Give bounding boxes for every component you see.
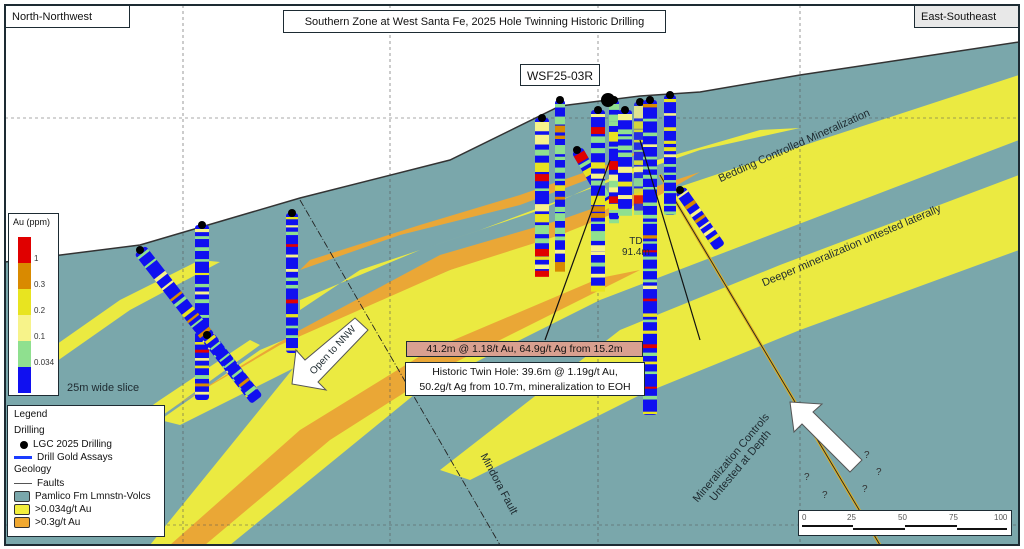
question-mark: ? xyxy=(804,472,810,483)
legend-item-pamlico: Pamlico Fm Lmnstn-Volcs xyxy=(14,490,158,503)
direction-left-label: North-Northwest xyxy=(5,5,130,28)
scale-tick: 25 xyxy=(847,513,856,522)
drill-hole xyxy=(555,100,565,272)
direction-right-label: East-Southeast xyxy=(914,5,1019,28)
scale-bar: 0 25 50 75 100 xyxy=(798,510,1012,536)
host-swatch xyxy=(14,491,30,502)
open-to-nnw-arrow xyxy=(291,317,369,391)
drill-hole xyxy=(203,332,257,397)
question-mark: ? xyxy=(864,450,870,461)
wsf25-03r-collar-icon xyxy=(601,93,615,107)
title-text: Southern Zone at West Santa Fe, 2025 Hol… xyxy=(304,16,645,28)
pointer-lines xyxy=(544,139,701,341)
drill-collar-icon xyxy=(288,209,296,217)
drill-collar-icon xyxy=(636,98,644,106)
direction-right-text: East-Southeast xyxy=(921,11,997,23)
low-grade-swatch xyxy=(14,504,30,515)
legend-title: Legend xyxy=(14,409,48,420)
td-line1: TD xyxy=(629,236,643,247)
scale-tick: 0.034 xyxy=(34,358,55,367)
question-mark: ? xyxy=(876,467,882,478)
faults xyxy=(299,174,882,546)
scale-tick: 100 xyxy=(994,513,1008,522)
scale-tick: 0 xyxy=(802,513,807,522)
scale-swatch-orange xyxy=(18,263,31,289)
drill-holes xyxy=(135,91,724,415)
new-intercept-text: 41.2m @ 1.18/t Au, 64.9g/t Ag from 15.2m xyxy=(426,343,623,355)
drill-hole xyxy=(535,118,549,277)
legend-label: Pamlico Fm Lmnstn-Volcs xyxy=(35,491,151,502)
scale-tick: 0.2 xyxy=(34,306,46,315)
scale-tick: 0.3 xyxy=(34,280,46,289)
assay-line-icon xyxy=(14,456,32,459)
legend-item-lgc-drilling: LGC 2025 Drilling xyxy=(14,438,158,451)
high-grade-swatch xyxy=(14,517,30,528)
legend-label: Faults xyxy=(37,478,65,489)
au-scale-title: Au (ppm) xyxy=(13,217,51,227)
td-line2: 91.4m xyxy=(622,247,650,258)
direction-left-text: North-Northwest xyxy=(12,11,93,23)
section-title: Southern Zone at West Santa Fe, 2025 Hol… xyxy=(283,10,666,33)
legend-item-high-grade: >0.3g/t Au xyxy=(14,516,158,529)
drill-collar-icon xyxy=(666,91,674,99)
drill-hole xyxy=(676,187,724,250)
drill-collar-icon xyxy=(20,440,28,449)
legend-label: >0.034g/t Au xyxy=(35,504,92,515)
legend-item-low-grade: >0.034g/t Au xyxy=(14,503,158,516)
slice-label: 25m wide slice xyxy=(67,382,140,394)
legend-label: Drill Gold Assays xyxy=(37,452,113,463)
fault-line-icon xyxy=(14,483,32,484)
drill-hole xyxy=(591,110,605,292)
controls-arrow xyxy=(789,401,863,473)
legend-geology-header: Geology xyxy=(14,464,52,475)
drill-collar-icon xyxy=(573,146,581,154)
drill-collar-icon xyxy=(198,221,206,229)
drill-hole xyxy=(286,213,298,353)
question-mark: ? xyxy=(862,484,868,495)
question-mark: ? xyxy=(822,490,828,501)
legend-label: >0.3g/t Au xyxy=(35,517,81,528)
legend-item-faults: Faults xyxy=(14,477,158,490)
drill-collar-icon xyxy=(136,246,144,254)
historic-line2: 50.2g/t Ag from 10.7m, mineralization to… xyxy=(419,381,631,393)
drill-collar-icon xyxy=(538,114,546,122)
drill-hole xyxy=(643,100,657,415)
scale-swatch-blue xyxy=(18,367,31,393)
historic-line1: Historic Twin Hole: 39.6m @ 1.19g/t Au, xyxy=(432,366,618,378)
scale-swatch-green xyxy=(18,341,31,367)
scale-tick: 1 xyxy=(34,254,39,263)
hole-label: WSF25-03R xyxy=(526,69,594,83)
drill-collar-icon xyxy=(594,106,602,114)
legend: Legend Drilling LGC 2025 Drilling Drill … xyxy=(7,405,165,537)
drill-hole xyxy=(664,95,676,215)
legend-label: LGC 2025 Drilling xyxy=(33,439,112,450)
drill-collar-icon xyxy=(646,96,654,104)
new-intercept-box: 41.2m @ 1.18/t Au, 64.9g/t Ag from 15.2m xyxy=(406,341,643,357)
scale-swatch-red xyxy=(18,237,31,263)
scale-swatch-pale-yellow xyxy=(18,315,31,341)
drill-hole xyxy=(195,225,209,400)
drill-hole xyxy=(618,110,632,216)
legend-drilling-header: Drilling xyxy=(14,425,45,436)
drill-collar-icon xyxy=(203,331,211,339)
legend-item-assays: Drill Gold Assays xyxy=(14,451,158,464)
scale-tick: 0.1 xyxy=(34,332,46,341)
scale-tick: 50 xyxy=(898,513,907,522)
drill-collar-icon xyxy=(621,106,629,114)
drill-collar-icon xyxy=(676,186,684,194)
hole-label-box: WSF25-03R xyxy=(520,64,600,86)
ground-surface xyxy=(4,41,1020,263)
scale-swatch-yellow xyxy=(18,289,31,315)
scale-tick: 75 xyxy=(949,513,958,522)
drill-collar-icon xyxy=(556,96,564,104)
drill-hole xyxy=(609,100,619,224)
historic-intercept-box: Historic Twin Hole: 39.6m @ 1.19g/t Au, 5… xyxy=(405,362,645,396)
au-color-scale: Au (ppm) 1 0.3 0.2 0.1 0.034 xyxy=(8,213,59,396)
